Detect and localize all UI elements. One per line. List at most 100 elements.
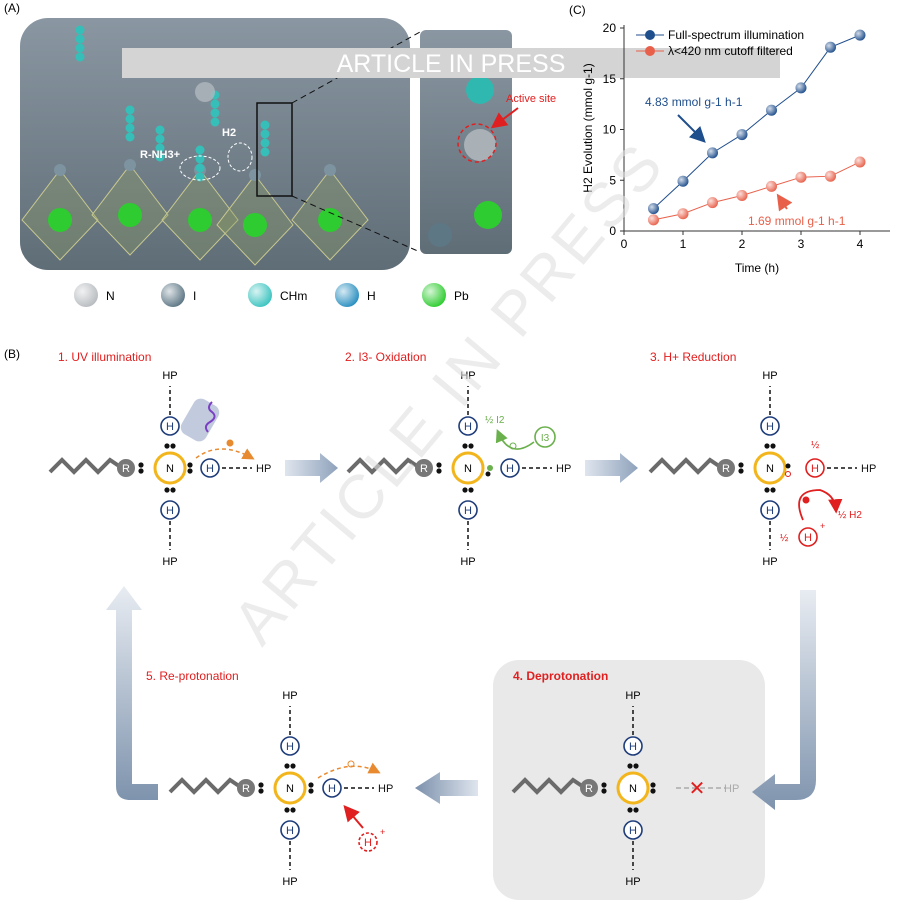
pb-atom [118,203,142,227]
svg-text:+: + [380,827,385,837]
flow-arrow-1-2 [285,453,338,483]
legend-label: CHm [280,289,307,303]
flow-arrow-2-3 [585,453,638,483]
i3-label: I3 [541,433,550,444]
article-banner-text: ARTICLE IN PRESS [337,50,566,78]
atom-label: H [804,532,812,544]
step-1-label: 1. UV illumination [58,350,151,364]
r-label: R [722,463,730,475]
h2-bubble [195,82,215,102]
organic-chain-atom [195,145,205,155]
organic-chain-atom [210,117,220,127]
legend-item: I [161,283,196,307]
atom-label: H [464,505,472,517]
hp-label: HP [861,463,876,475]
svg-text:+: + [820,521,825,531]
atom-label: H [286,825,294,837]
legend-label: I [193,289,196,303]
i-atom [124,159,136,171]
atom-label: H [364,837,372,849]
legend-label: N [106,289,115,303]
y-tick-label: 10 [603,123,617,137]
alkyl-chain [168,777,244,795]
i-atom [249,169,261,181]
half-h2-label: ½ H2 [838,510,862,521]
atom-label: H [506,463,514,475]
blue-rate-annotation: 4.83 mmol g-1 h-1 [645,95,743,109]
pb-atom [48,208,72,232]
organic-chain-atom [125,123,135,133]
pb-atom [243,213,267,237]
organic-chain-atom [210,99,220,109]
organic-chain-atom [260,147,270,157]
n-label: N [286,783,294,795]
legend-label: Pb [454,289,469,303]
alkyl-chain [648,457,724,475]
y-tick-label: 5 [609,173,616,187]
atom-label: H [766,505,774,517]
hp-label: HP [556,463,571,475]
atom-label: H [328,783,336,795]
y-axis-label: H2 Evolution (mmol g-1) [581,63,595,192]
half-i2-label: ½ I2 [485,415,505,426]
atom-label: H [464,421,472,433]
organic-chain-atom [75,52,85,62]
flow-arrow-4-5 [415,772,478,804]
atom-label: H [166,421,174,433]
hp-label: HP [762,556,777,568]
pb-atom [318,208,342,232]
x-tick-label: 2 [739,237,746,251]
legend-item: H [335,283,376,307]
n-label: N [464,463,472,475]
n-label: N [766,463,774,475]
hp-label: HP [162,556,177,568]
hp-label: HP [282,690,297,702]
organic-chain-atom [155,125,165,135]
flow-arrow-5-1 [106,586,158,800]
organic-chain-atom [125,114,135,124]
active-site-label: Active site [506,93,556,105]
atom-label: H [166,505,174,517]
organic-chain-atom [155,134,165,144]
hp-label: HP [724,783,739,795]
organic-chain-atom [75,43,85,53]
half-label: ½ [811,440,820,451]
x-tick-label: 4 [857,237,864,251]
i-atom [54,164,66,176]
step-5-label: 5. Re-protonation [146,669,239,683]
organic-chain-atom [75,25,85,35]
legend-item: CHm [248,283,307,307]
r-label: R [420,463,428,475]
legend-label: H [367,289,376,303]
panel-label-b: (B) [4,347,20,361]
hp-label: HP [378,783,393,795]
r-label: R [122,463,130,475]
atom-label: H [766,421,774,433]
hp-label: HP [625,876,640,888]
alkyl-chain [48,457,124,475]
panel-label-a: (A) [4,1,20,15]
legend-label: Full-spectrum illumination [668,28,804,42]
r-label: R [242,783,250,795]
legend-marker [645,30,655,40]
i-atom [324,164,336,176]
hp-label: HP [162,370,177,382]
atom-label: H [629,825,637,837]
hp-label: HP [625,690,640,702]
atom-label: H [811,463,819,475]
atom-label: H [629,741,637,753]
broken-bond-x-icon: ✕ [689,778,706,800]
legend-item: Pb [422,283,469,307]
r-label: R [585,783,593,795]
panel-label-c: (C) [569,3,586,17]
y-tick-label: 0 [609,224,616,238]
hp-label: HP [256,463,271,475]
step-4-label: 4. Deprotonation [513,669,608,683]
pb-atom [188,208,212,232]
y-tick-label: 20 [603,21,617,35]
organic-chain-atom [125,105,135,115]
n-label: N [629,783,637,795]
